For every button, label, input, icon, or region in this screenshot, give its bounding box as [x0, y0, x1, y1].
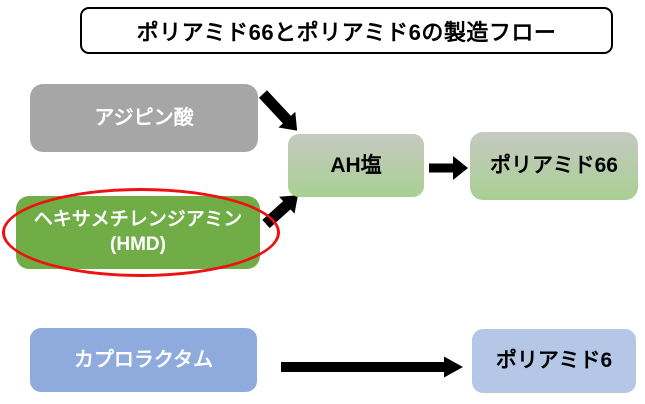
node-polyamide66: ポリアミド66 — [470, 132, 638, 200]
node-ah-salt-label: AH塩 — [330, 153, 382, 177]
arrow-capro-to-pa6-icon — [281, 356, 463, 378]
node-ah-salt: AH塩 — [288, 134, 424, 197]
node-polyamide6: ポリアミド6 — [472, 329, 636, 393]
node-polyamide66-label: ポリアミド66 — [490, 154, 618, 178]
page-title: ポリアミド66とポリアミド6の製造フロー — [136, 19, 557, 45]
arrow-adipic-to-ahsalt-icon — [258, 90, 298, 131]
hmd-highlight-ellipse — [2, 188, 280, 277]
node-adipic-acid-label: アジピン酸 — [94, 107, 194, 129]
node-polyamide6-label: ポリアミド6 — [495, 349, 613, 373]
node-adipic-acid: アジピン酸 — [30, 84, 258, 152]
arrow-ahsalt-to-pa66-icon — [429, 156, 468, 180]
node-caprolactam-label: カプロラクタム — [73, 349, 214, 371]
node-caprolactam: カプロラクタム — [30, 328, 257, 392]
title-box: ポリアミド66とポリアミド6の製造フロー — [80, 7, 613, 54]
